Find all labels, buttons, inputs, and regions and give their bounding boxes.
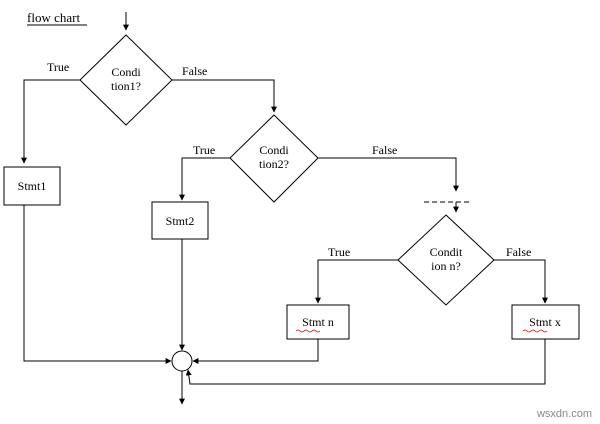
edge-dn-true-label: True [328,245,350,259]
decision-condition2-line2: tion2? [259,157,289,171]
edge-d2-false [318,157,459,192]
edge-dn-false [494,259,548,304]
edge-d1-true [21,79,80,164]
edge-d1-true-label: True [47,60,69,74]
decision-condition-n-line2: ion n? [431,259,461,273]
edge-stmt-n-to-junction [192,339,319,364]
edge-dn-true [315,259,398,304]
statement-stmt-n-label: Stmt n [302,315,334,329]
edge-stmt1-to-junction [23,205,172,364]
edge-dn-false-label: False [506,245,531,259]
statement-stmt2-label: Stmt2 [166,214,195,228]
decision-condition-n [397,214,495,306]
edge-d2-true [179,157,230,201]
statement-stmt1 [3,166,61,206]
junction-connector [171,350,193,372]
statement-stmt2 [151,201,209,240]
statement-stmt-n [286,304,350,340]
diagram-title: flow chart [27,10,80,25]
spellcheck-underline-stmt-n [295,329,321,333]
statement-stmt-x-label: Stmt x [529,315,561,329]
decision-condition2 [229,114,319,203]
edge-d1-false [172,79,277,113]
spellcheck-underline-stmt-x [522,329,548,333]
edge-d1-false-label: False [182,64,207,78]
edge-d2-true-label: True [193,143,215,157]
decision-condition-n-line1: Condit [430,245,463,259]
edge-stmt-x-to-junction [185,339,546,385]
statement-stmt-x [511,304,580,340]
watermark: wsxdn.com [536,408,592,420]
decision-condition1-line2: tion1? [111,79,141,93]
decision-condition1 [79,34,173,126]
decision-condition1-line1: Condi [111,65,141,79]
statement-stmt1-label: Stmt1 [18,179,47,193]
decision-condition2-line1: Condi [259,143,289,157]
edge-d2-false-label: False [372,143,397,157]
